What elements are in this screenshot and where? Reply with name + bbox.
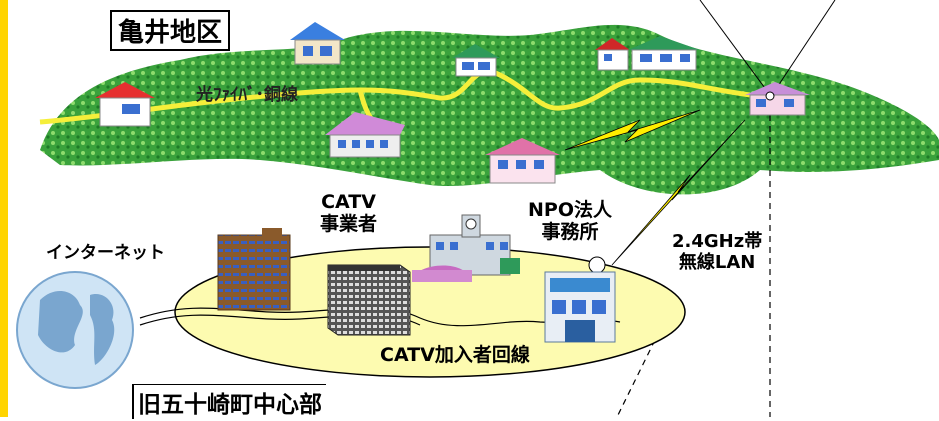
antenna-line-left [699,0,771,96]
region-title: 亀井地区 [110,10,231,51]
hill [40,24,939,195]
globe-icon [16,271,134,389]
antenna-line-right [771,0,836,96]
apartment-building [217,228,291,311]
dashed-line-mid [616,339,656,418]
house-green-right [628,36,700,71]
npo-line2: 事務所 [541,220,599,243]
left-border [0,0,8,417]
town-center-label: 旧五十崎町中心部 [132,384,326,419]
npo-line1: NPO法人 [528,199,612,221]
access-point-house [745,82,810,116]
house-green-middle [452,44,500,77]
lightning-bolt-lower [611,119,746,266]
house-blue [290,22,345,65]
house-red-right [595,38,630,71]
wireless-line1: 2.4GHz帯 [672,231,763,252]
antenna-node [765,91,775,101]
catv-operator-label: CATV 事業者 [320,191,378,236]
fiber-line [39,69,751,125]
school-building [412,214,520,282]
house-red-left [95,82,155,127]
pink-building [325,112,405,158]
npo-office-building [544,256,616,343]
house-pink [485,138,560,184]
catv-subscriber-label: CATV加入者回線 [380,344,530,366]
internet-label: インターネット [46,243,165,263]
wireless-label: 2.4GHz帯 無線LAN [672,231,763,273]
npo-label: NPO法人 事務所 [528,199,612,244]
fiber-label: 光ﾌｧｲﾊﾞ･銅線 [196,85,298,105]
catv-operator-line1: CATV [321,191,376,213]
wireless-line2: 無線LAN [678,251,756,273]
catv-operator-building [327,264,411,336]
catv-operator-line2: 事業者 [320,212,378,235]
lightning-bolt-upper [564,109,701,151]
